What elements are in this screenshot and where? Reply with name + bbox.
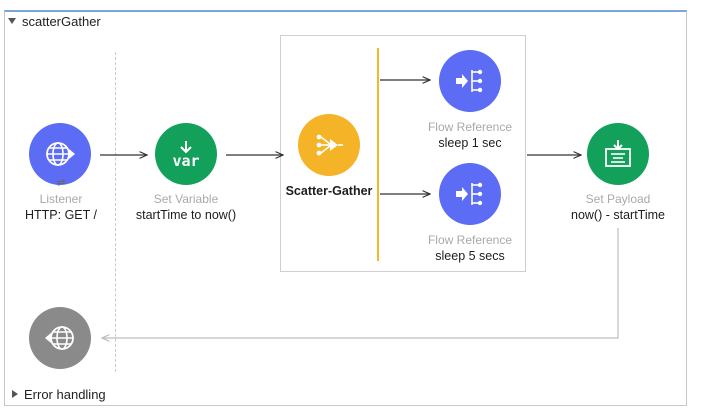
error-handling-header[interactable]: Error handling	[12, 385, 106, 403]
set-payload-title-label: now() - startTime	[571, 208, 665, 222]
flow-header[interactable]: scatterGather	[8, 12, 101, 30]
set-payload-node[interactable]	[587, 123, 649, 185]
flow-reference-icon	[456, 69, 483, 93]
source-divider	[115, 52, 116, 372]
scatter-gather-route-bar	[377, 48, 379, 261]
set-payload-icon	[605, 140, 631, 167]
error-handling-label: Error handling	[24, 386, 106, 402]
flow-reference-icon	[456, 182, 483, 206]
flow-reference-node-1[interactable]	[439, 50, 501, 112]
response-node[interactable]	[29, 307, 91, 369]
globe-icon	[46, 142, 75, 166]
scatter-gather-title-label: Scatter-Gather	[285, 184, 373, 198]
globe-icon	[45, 326, 74, 350]
set-payload-type-label: Set Payload	[585, 192, 651, 206]
collapse-triangle-icon[interactable]	[8, 18, 16, 24]
listener-node[interactable]	[29, 123, 91, 185]
scatter-gather-icon	[316, 134, 343, 156]
var-icon: var	[172, 151, 200, 170]
listener-type-label: Listener	[39, 192, 83, 206]
flow-reference-node-2[interactable]	[439, 163, 501, 225]
set-variable-node[interactable]: var	[155, 123, 217, 185]
down-arrow-icon	[180, 140, 192, 153]
flow-reference-1-title-label: sleep 1 sec	[438, 136, 502, 150]
scatter-gather-node[interactable]	[298, 114, 360, 176]
set-variable-type-label: Set Variable	[153, 192, 219, 206]
flow-reference-1-type-label: Flow Reference	[427, 120, 513, 134]
flow-reference-2-title-label: sleep 5 secs	[435, 249, 505, 263]
expand-triangle-icon[interactable]	[12, 390, 18, 398]
set-variable-title-label: startTime to now()	[135, 208, 237, 222]
listener-title-label: HTTP: GET /	[25, 208, 97, 222]
flow-name: scatterGather	[22, 13, 101, 29]
listener-source-badge: ⇌	[56, 177, 66, 189]
flow-reference-2-type-label: Flow Reference	[427, 233, 513, 247]
